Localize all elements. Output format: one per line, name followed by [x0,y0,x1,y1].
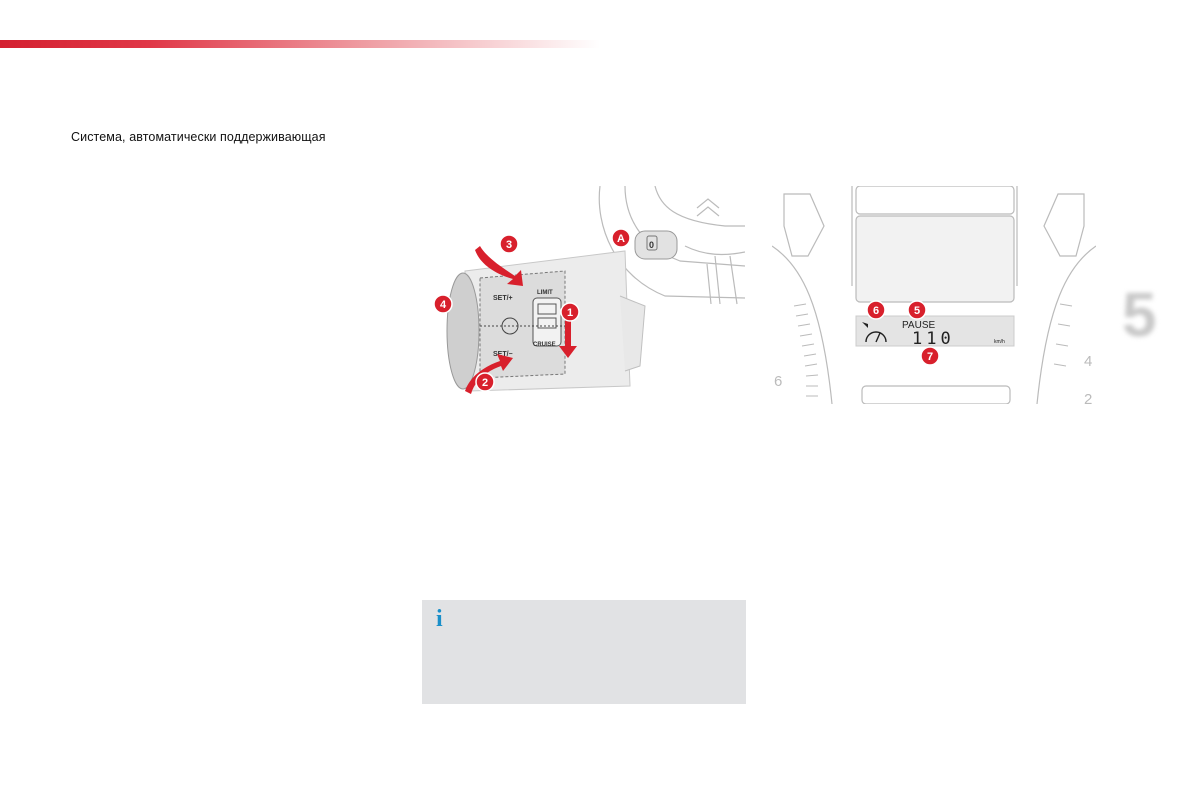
svg-text:7: 7 [927,351,933,363]
cruise-stalk-body [446,250,646,392]
cruise-arrow-icon [862,322,868,328]
callout-4-badge: 4 [433,294,453,314]
gauge-number-6: 6 [774,373,782,390]
callout-3-badge: 3 [499,234,519,254]
callout-6-badge: 6 [866,300,886,320]
chapter-number: 5 [1122,281,1157,350]
gauge-number-2: 2 [1084,391,1092,404]
red-arrows [465,246,577,394]
callout-a-badge: A [611,228,631,248]
small-switch-a [634,230,678,260]
cruise-label: CRUISE [533,342,556,348]
gauge-number-4: 4 [1084,353,1092,370]
set-minus-label: SET/− [493,351,513,358]
cluster-frame [772,186,1096,404]
svg-text:3: 3 [506,239,512,251]
figure-cruise-stalk: 0 SET/+ SET/− LIMIT CRUISE A [425,186,745,404]
lcd-strip [855,315,1015,347]
callout-5-badge: 5 [907,300,927,320]
svg-text:5: 5 [914,305,920,317]
figure-instrument-cluster: 6 4 2 PAUSE 110 km/h 5 6 7 [772,186,1096,404]
svg-text:2: 2 [482,377,488,389]
svg-text:4: 4 [440,299,447,311]
callout-2-badge: 2 [475,372,495,392]
intro-text: Система, автоматически поддерживающая [71,130,326,144]
svg-text:A: A [617,233,625,245]
cruise-speedometer-icon [865,331,887,343]
limit-label: LIMIT [537,290,553,296]
info-box: i [422,600,746,704]
info-icon: i [436,606,443,632]
switch-a-zero-label: 0 [649,240,654,250]
lcd-speed-value: 110 [912,329,955,349]
lcd-speed-unit: km/h [994,339,1005,345]
set-plus-label: SET/+ [493,295,513,302]
gauge-ticks [793,303,1073,397]
callout-1-badge: 1 [560,302,580,322]
lcd-status-pause: PAUSE [902,320,935,331]
header-accent-bar [0,40,600,48]
svg-text:1: 1 [567,307,573,319]
callout-7-badge: 7 [920,346,940,366]
svg-text:6: 6 [873,305,879,317]
